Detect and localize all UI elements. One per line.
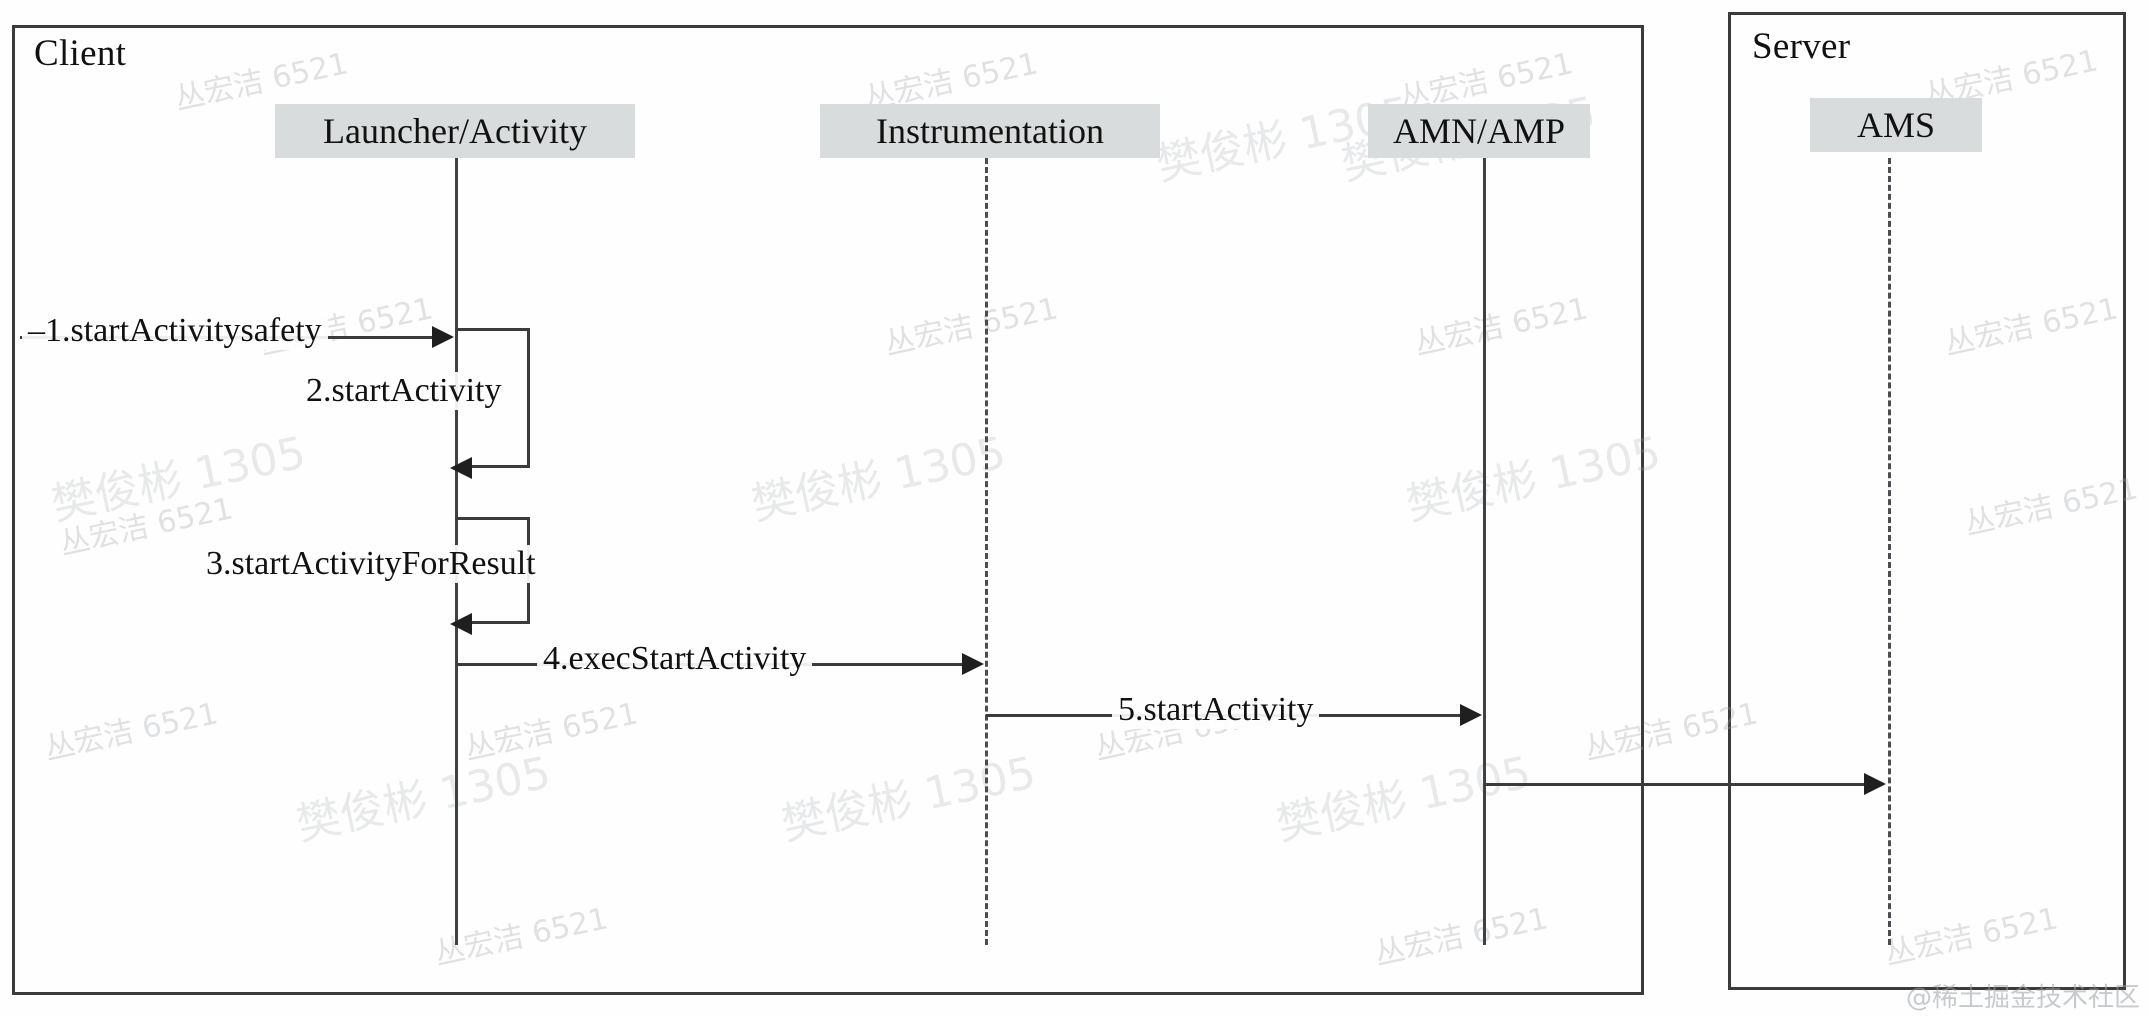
- client-boundary-box: [12, 25, 1644, 995]
- corner-watermark: @稀土掘金技术社区: [1905, 983, 2140, 1013]
- message-6-line: [1484, 783, 1866, 786]
- message-1-arrowhead-icon: [432, 326, 454, 348]
- lifeline-instrumentation: [985, 158, 988, 945]
- message-1-label: –1.startActivitysafety: [22, 312, 328, 350]
- message-2-arrowhead-icon: [450, 457, 472, 479]
- participant-launcher-activity[interactable]: Launcher/Activity: [275, 104, 635, 158]
- server-frame-label: Server: [1752, 26, 1851, 67]
- message-5-arrowhead-icon: [1460, 704, 1482, 726]
- message-3-arrowhead-icon: [450, 613, 472, 635]
- lifeline-amn-amp: [1483, 158, 1486, 945]
- server-boundary-box: [1728, 12, 2126, 990]
- client-frame-label: Client: [34, 33, 127, 74]
- message-5-label: 5.startActivity: [1112, 691, 1320, 729]
- message-6-arrowhead-icon: [1864, 773, 1886, 795]
- participant-instrumentation[interactable]: Instrumentation: [820, 104, 1160, 158]
- message-3-label: 3.startActivityForResult: [200, 545, 542, 583]
- participant-ams[interactable]: AMS: [1810, 98, 1982, 152]
- message-2-label: 2.startActivity: [300, 372, 508, 410]
- message-4-arrowhead-icon: [962, 653, 984, 675]
- lifeline-ams: [1888, 158, 1891, 945]
- message-2-self-call-bracket: [455, 328, 530, 468]
- participant-amn-amp[interactable]: AMN/AMP: [1368, 104, 1590, 158]
- message-4-label: 4.execStartActivity: [537, 640, 813, 678]
